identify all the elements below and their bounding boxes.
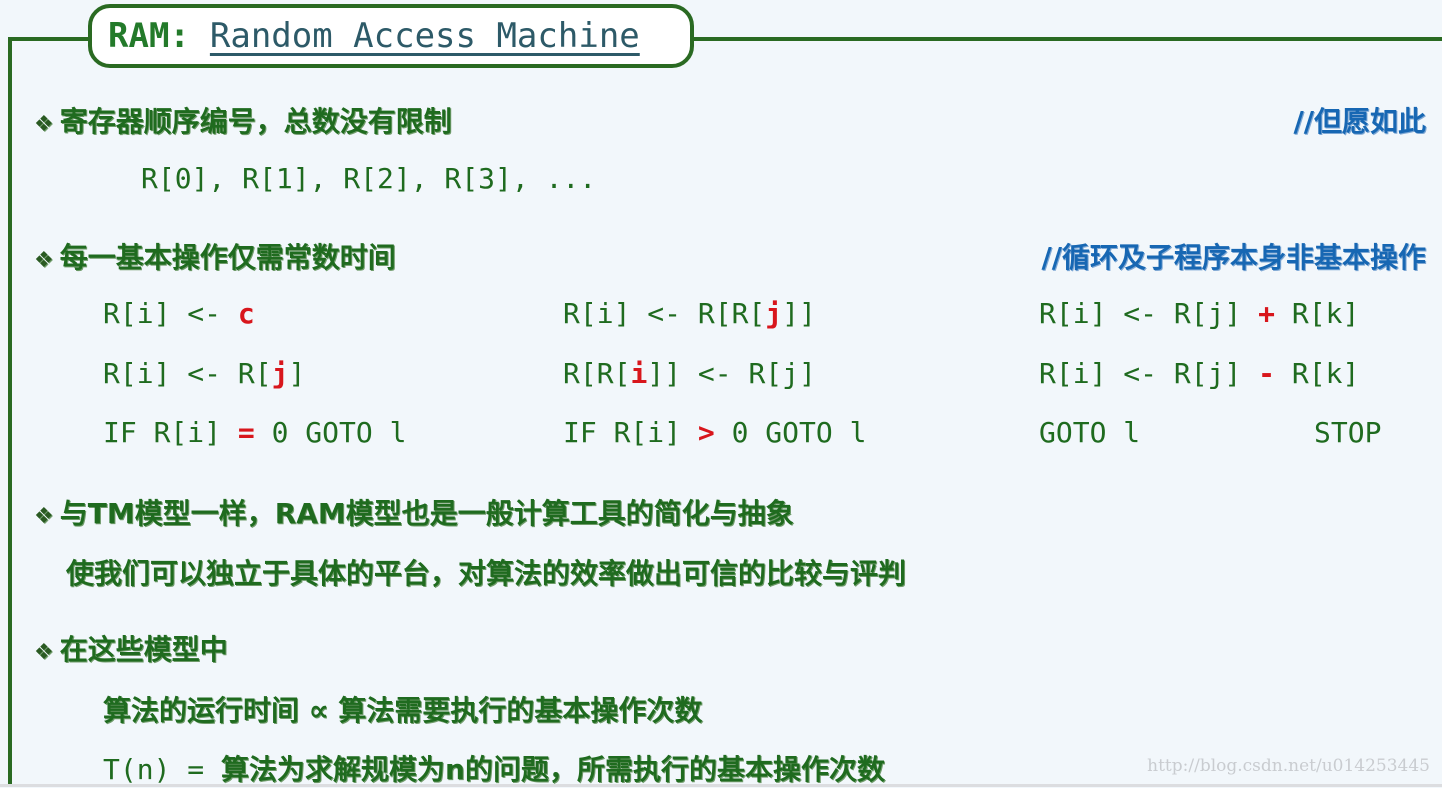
op-indirect-load: R[i] <- R[R[j]] <box>563 297 816 330</box>
diamond-cluster-icon: ❖ <box>34 248 54 273</box>
title-main: Random Access Machine <box>209 16 640 56</box>
bullet-tm-model: ❖与TM模型一样，RAM模型也是一般计算工具的简化与抽象 <box>34 492 794 532</box>
bullet-text: 在这些模型中 <box>59 633 228 666</box>
runtime-proportional-text: 算法的运行时间 ∝ 算法需要执行的基本操作次数 <box>103 694 703 727</box>
op-subtract: R[i] <- R[j] - R[k] <box>1039 357 1360 390</box>
diamond-cluster-icon: ❖ <box>34 112 54 137</box>
bullet-text: 寄存器顺序编号，总数没有限制 <box>59 105 452 138</box>
op-if-zero: IF R[i] = 0 GOTO l <box>103 416 407 449</box>
op-stop: STOP <box>1314 416 1382 449</box>
op-copy: R[i] <- R[j] <box>103 357 306 390</box>
title-prefix: RAM: <box>108 16 190 56</box>
bullet-registers: ❖寄存器顺序编号，总数没有限制 <box>34 100 452 140</box>
bullet-constant-time: ❖每一基本操作仅需常数时间 <box>34 236 396 276</box>
register-list: R[0], R[1], R[2], R[3], ... <box>141 162 597 195</box>
tn-text: 算法为求解规模为n的问题，所需执行的基本操作次数 <box>221 753 885 786</box>
op-add: R[i] <- R[j] + R[k] <box>1039 297 1360 330</box>
bottom-bar <box>0 784 1442 787</box>
bullet-text: 与TM模型一样，RAM模型也是一般计算工具的简化与抽象 <box>59 497 794 530</box>
op-goto: GOTO l <box>1039 416 1141 449</box>
tn-definition: T(n) = 算法为求解规模为n的问题，所需执行的基本操作次数 <box>103 748 885 788</box>
diamond-cluster-icon: ❖ <box>34 504 54 529</box>
comment-hopefully: //但愿如此 <box>1293 105 1426 138</box>
op-if-positive: IF R[i] > 0 GOTO l <box>563 416 867 449</box>
slide-title: RAM: Random Access Machine <box>88 4 694 68</box>
bullet-text: 每一基本操作仅需常数时间 <box>59 241 396 274</box>
watermark-url: http://blog.csdn.net/u014253445 <box>1147 756 1430 776</box>
op-indirect-store: R[R[i]] <- R[j] <box>563 357 816 390</box>
op-assign-const: R[i] <- c <box>103 297 255 330</box>
diamond-cluster-icon: ❖ <box>34 640 54 665</box>
platform-independence-text: 使我们可以独立于具体的平台，对算法的效率做出可信的比较与评判 <box>66 557 907 590</box>
frame-left-line <box>8 37 12 784</box>
bullet-in-models: ❖在这些模型中 <box>34 628 228 668</box>
tn-code: T(n) = <box>103 753 222 786</box>
comment-loops: //循环及子程序本身非基本操作 <box>1041 241 1426 274</box>
frame-top-line <box>8 37 1442 41</box>
